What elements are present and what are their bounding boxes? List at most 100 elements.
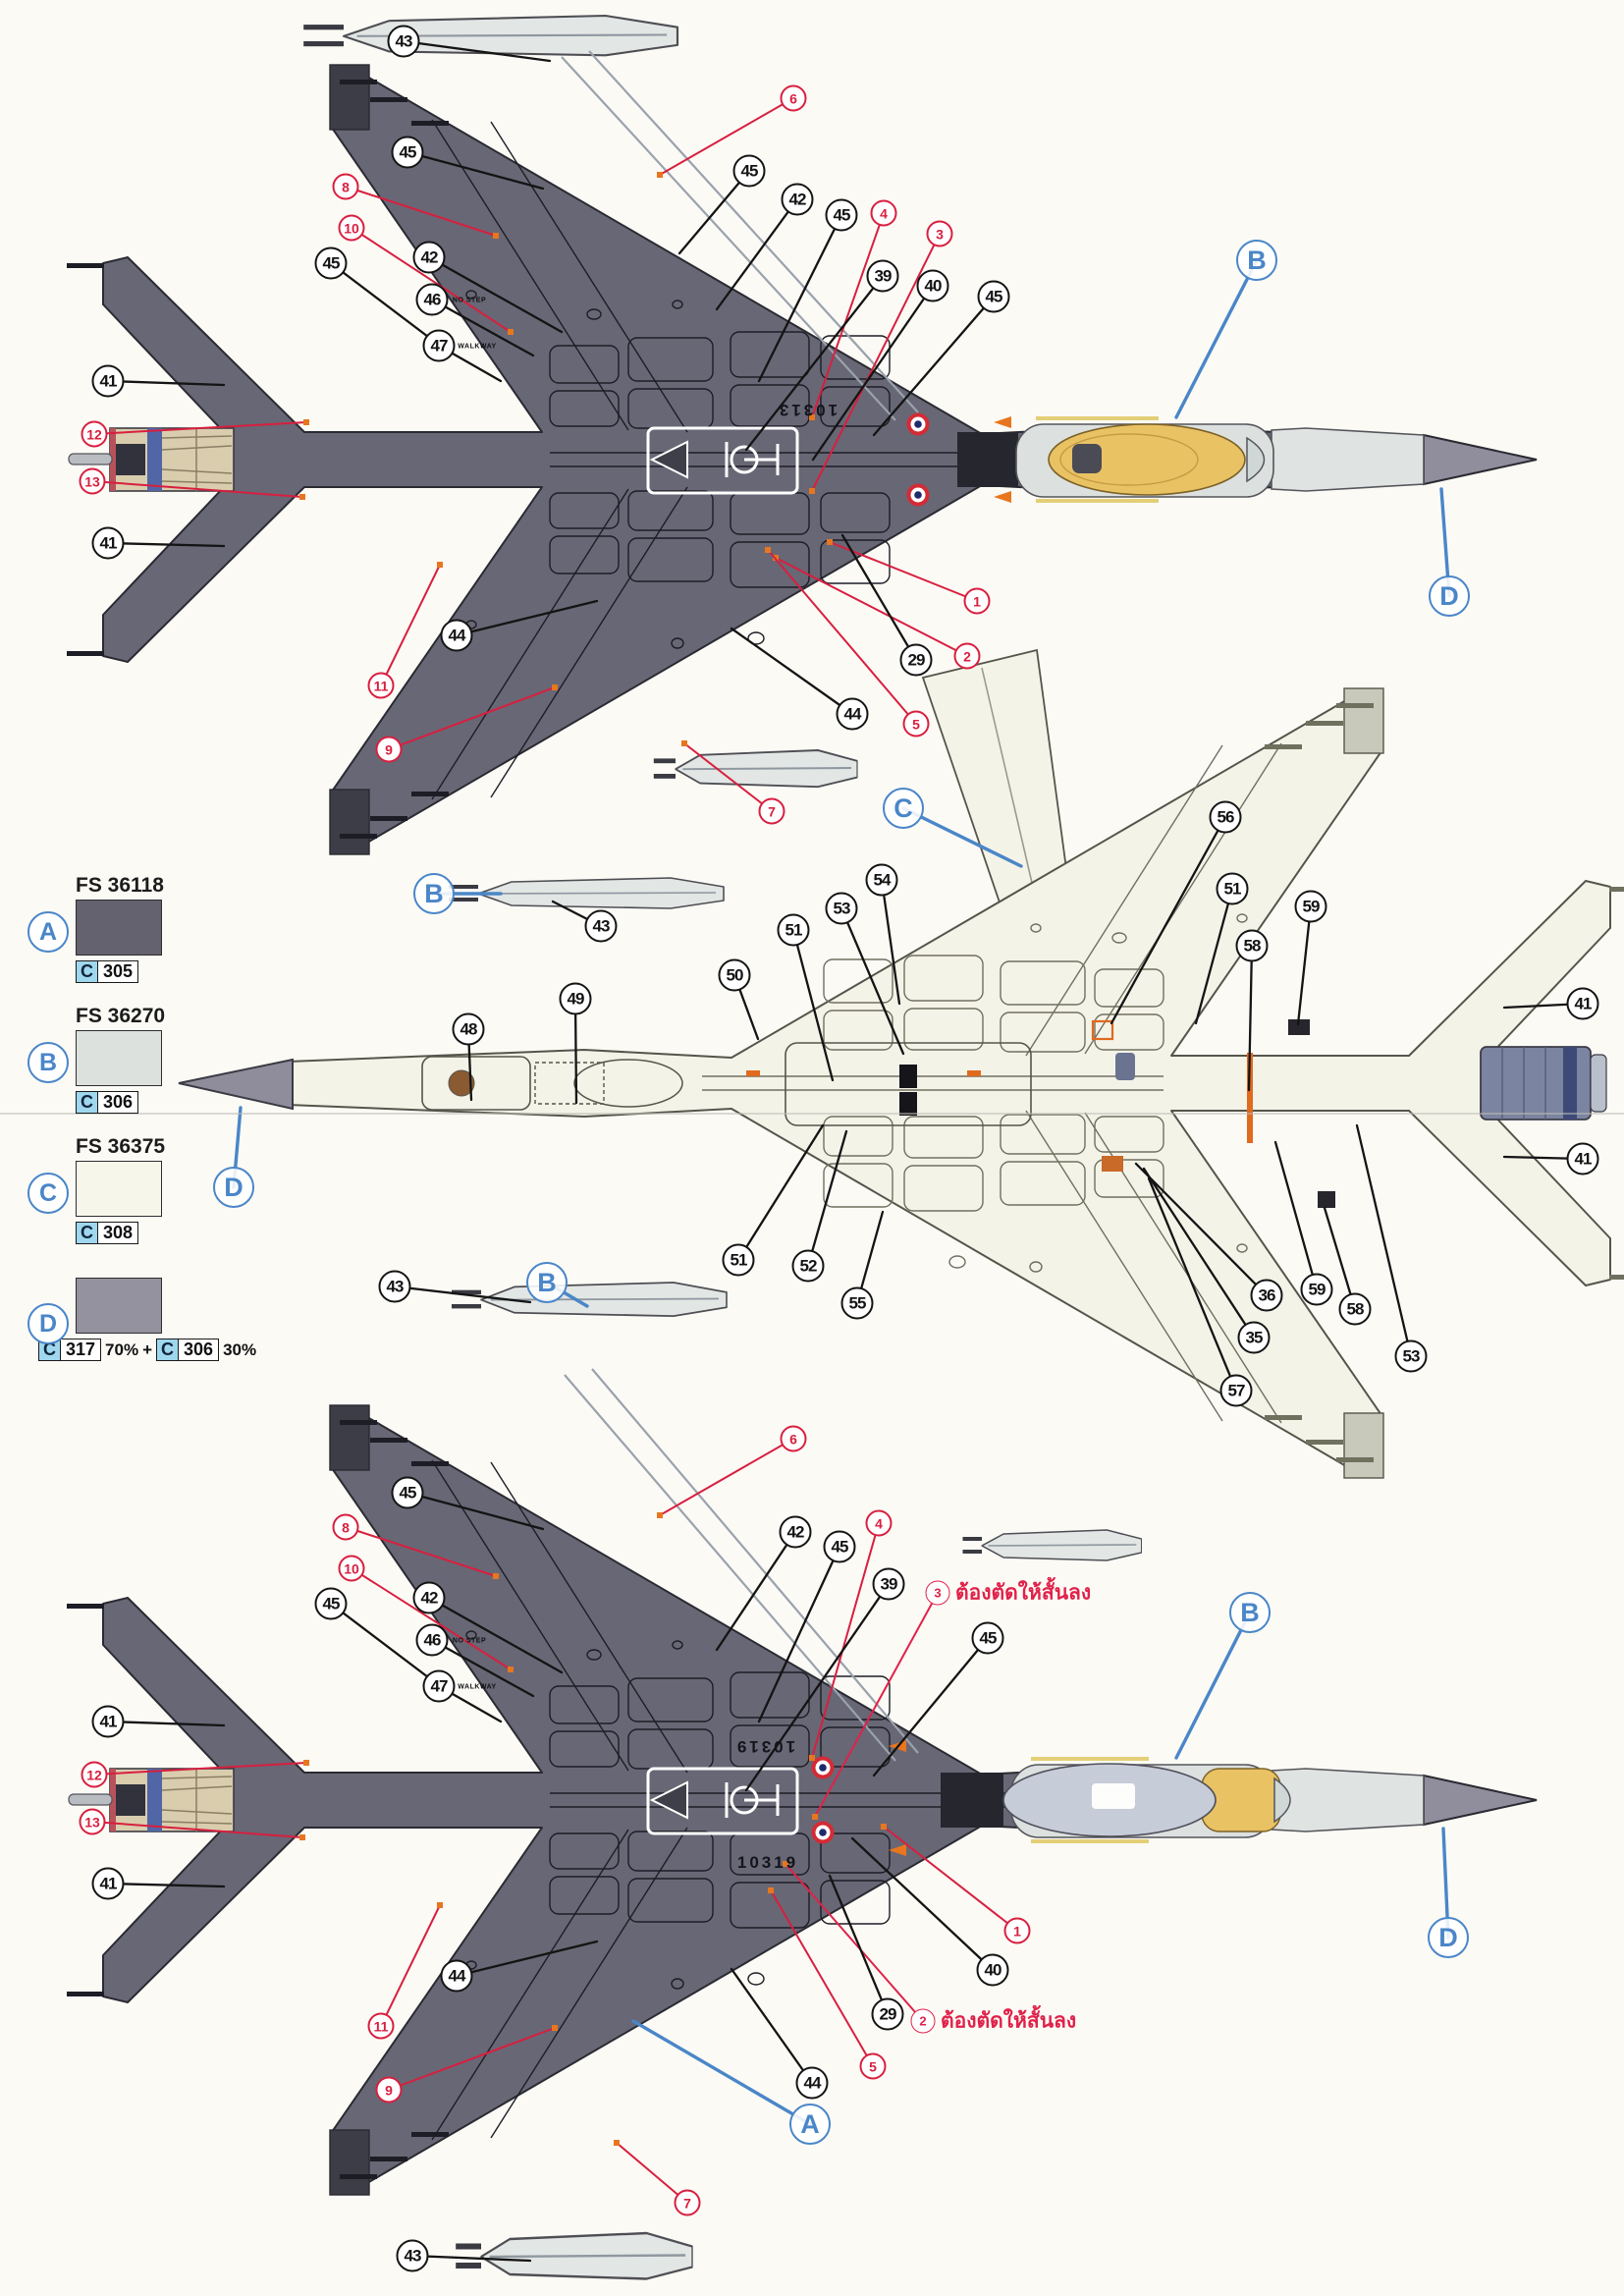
leader-line-13: [91, 1821, 303, 1838]
leader-line-6: [659, 97, 794, 176]
aircraft-bottom-view: [178, 648, 1624, 1561]
leader-line-41: [106, 379, 226, 387]
leader-line-41: [106, 1720, 226, 1727]
leader-line-44: [455, 599, 599, 637]
leader-line-54: [880, 878, 901, 1006]
decal-mark: [809, 414, 815, 420]
leader-line-45: [329, 261, 442, 348]
leader-line-47: [437, 1684, 503, 1723]
leader-line-B: [545, 1281, 589, 1308]
forward-fuselage: [1271, 427, 1425, 492]
leader-line-45: [677, 169, 751, 255]
leader-line-48: [466, 1027, 473, 1102]
leader-line-44: [455, 1940, 599, 1978]
nose-cone: [178, 1058, 294, 1111]
leader-line-46: [430, 298, 535, 357]
leader-line-46: [430, 1638, 535, 1698]
leader-line-5: [767, 549, 917, 725]
decal-mark: [552, 684, 558, 690]
leader-line-49: [573, 997, 578, 1105]
decal-mark: [303, 1760, 309, 1766]
decal-mark: [681, 740, 687, 746]
leader-line-12: [93, 1762, 307, 1776]
main-gear-bay: [785, 1042, 1032, 1126]
leader-line-43: [551, 900, 603, 928]
legend-letter-c: C: [27, 1173, 69, 1214]
leader-line-4: [811, 1522, 880, 1759]
leader-line-1: [829, 541, 978, 602]
fs-code: FS 36375: [76, 1135, 166, 1158]
leader-line-A: [631, 2019, 812, 2126]
leader-line-41: [106, 541, 226, 548]
leader-line-29: [828, 1874, 890, 2016]
leader-line-59: [1273, 1140, 1319, 1291]
leader-line-42: [715, 1530, 797, 1652]
leader-line-2: [785, 1863, 924, 2022]
legend-letter-d: D: [27, 1303, 69, 1344]
decal-mark: [299, 1834, 305, 1840]
aircraft-top-view-10313: [67, 14, 1538, 909]
decal-mark: [657, 172, 663, 178]
leader-line-44: [730, 627, 854, 716]
leader-line-B: [1174, 258, 1259, 419]
leader-line-D: [1439, 487, 1451, 598]
leader-line-D: [1441, 1827, 1450, 1940]
leader-line-51: [736, 1123, 825, 1262]
leader-line-45: [872, 295, 996, 437]
fs-code: FS 36270: [76, 1005, 166, 1027]
leader-line-50: [732, 973, 760, 1041]
color-swatch-a: [76, 900, 162, 956]
decal-mark: [493, 1573, 499, 1579]
leader-line-41: [1502, 1002, 1585, 1010]
leader-line-55: [855, 1210, 885, 1305]
leader-line-13: [91, 480, 303, 498]
leader-line-58: [1323, 1206, 1357, 1311]
leader-line-39: [744, 1582, 891, 1792]
leader-line-3: [814, 1592, 939, 1818]
leader-line-2: [775, 557, 968, 657]
leader-line-6: [659, 1438, 794, 1516]
leader-line-10: [351, 227, 512, 333]
windscreen: [1273, 1777, 1291, 1824]
leader-line-11: [380, 1904, 441, 2027]
leader-line-12: [93, 421, 307, 435]
leader-line-9: [388, 2027, 556, 2091]
leader-line-41: [106, 1882, 226, 1888]
leader-line-53: [1355, 1123, 1413, 1358]
leader-line-45: [406, 1491, 545, 1531]
leader-line-42: [427, 255, 564, 334]
leader-line-43: [393, 1285, 532, 1304]
leader-line-42: [427, 1596, 564, 1674]
leader-line-1: [883, 1826, 1018, 1932]
leader-line-42: [715, 197, 799, 311]
leader-line-43: [410, 2254, 532, 2263]
decal-mark: [809, 488, 815, 494]
leader-line-40: [811, 284, 935, 462]
legend-letter-b: B: [27, 1042, 69, 1083]
leader-line-29: [840, 533, 918, 662]
leader-line-53: [839, 906, 905, 1056]
leader-line-7: [616, 2142, 688, 2204]
decal-mark: [303, 419, 309, 425]
leader-line-7: [683, 742, 773, 812]
leader-line-4: [811, 212, 885, 418]
leader-line-36: [1134, 1162, 1269, 1297]
leader-line-35: [1142, 1167, 1256, 1339]
leader-line-45: [757, 213, 843, 383]
nose-gear-bay: [421, 1056, 531, 1111]
fs-code: [76, 1266, 250, 1276]
leader-line-11: [380, 564, 441, 686]
leader-line-40: [850, 1836, 995, 1972]
decal-mark: [812, 1814, 818, 1820]
leader-line-45: [406, 150, 545, 191]
